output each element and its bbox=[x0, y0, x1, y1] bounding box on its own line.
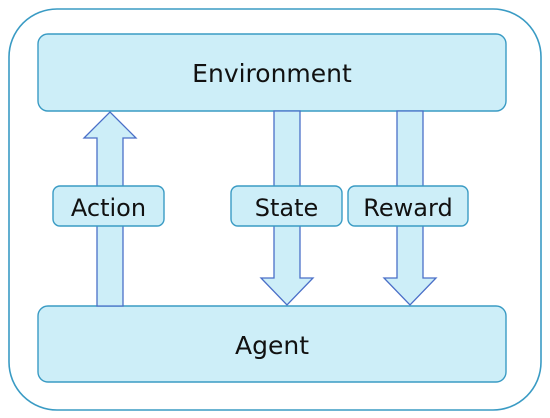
environment-label: Environment bbox=[192, 59, 352, 88]
reward-label-box bbox=[347, 185, 469, 227]
action-label-box bbox=[52, 185, 165, 227]
environment-box bbox=[37, 33, 507, 112]
reward-label: Reward bbox=[363, 194, 452, 222]
environment-node: Environment bbox=[37, 33, 507, 112]
agent-box bbox=[37, 305, 507, 383]
action-label: Action bbox=[71, 194, 146, 222]
state-label: State bbox=[255, 194, 319, 222]
state-edge: State bbox=[230, 110, 343, 306]
agent-node: Agent bbox=[37, 305, 507, 383]
action-edge: Action bbox=[52, 111, 165, 307]
agent-label: Agent bbox=[235, 331, 309, 360]
state-label-box bbox=[230, 185, 343, 227]
reward-edge: Reward bbox=[347, 110, 469, 306]
